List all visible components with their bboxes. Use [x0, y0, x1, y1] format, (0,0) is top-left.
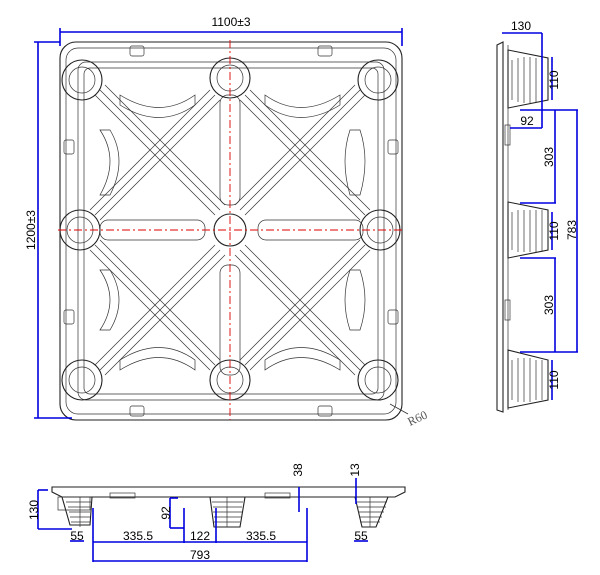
- front-height-label: 130: [27, 500, 41, 520]
- gap-label: 335.5: [246, 529, 276, 543]
- gap-label: 303: [542, 147, 556, 167]
- front-overall-label: 793: [190, 548, 210, 562]
- side-block-depth-label: 92: [520, 114, 534, 128]
- width-dimension: 1100±3: [211, 15, 250, 29]
- edge-label: 55: [70, 529, 84, 543]
- edge-label: 55: [354, 529, 368, 543]
- side-height-label: 130: [511, 19, 531, 33]
- block-label: 110: [547, 70, 561, 89]
- gap-label: 335.5: [123, 529, 153, 543]
- side-view: 130 92 110 110 110 303 303 783: [496, 19, 579, 413]
- plan-view: 1100±3 1200±3 R60: [24, 15, 429, 429]
- diagonal-ribs: [89, 84, 371, 376]
- gap-label: 303: [542, 295, 556, 315]
- deck-label: 38: [291, 463, 305, 477]
- block-label: 110: [547, 221, 561, 240]
- front-view: 130 92 38 13 55 55 335.5 122 335.5 793: [27, 463, 406, 562]
- side-overall-label: 783: [565, 220, 579, 240]
- block-label: 110: [547, 370, 561, 389]
- pallet-outline: [59, 41, 403, 421]
- center-label: 122: [190, 529, 210, 543]
- front-block-height-label: 92: [159, 506, 173, 520]
- corner-radius-label: R60: [405, 408, 429, 429]
- top-label: 13: [348, 463, 362, 477]
- length-dimension: 1200±3: [24, 210, 38, 250]
